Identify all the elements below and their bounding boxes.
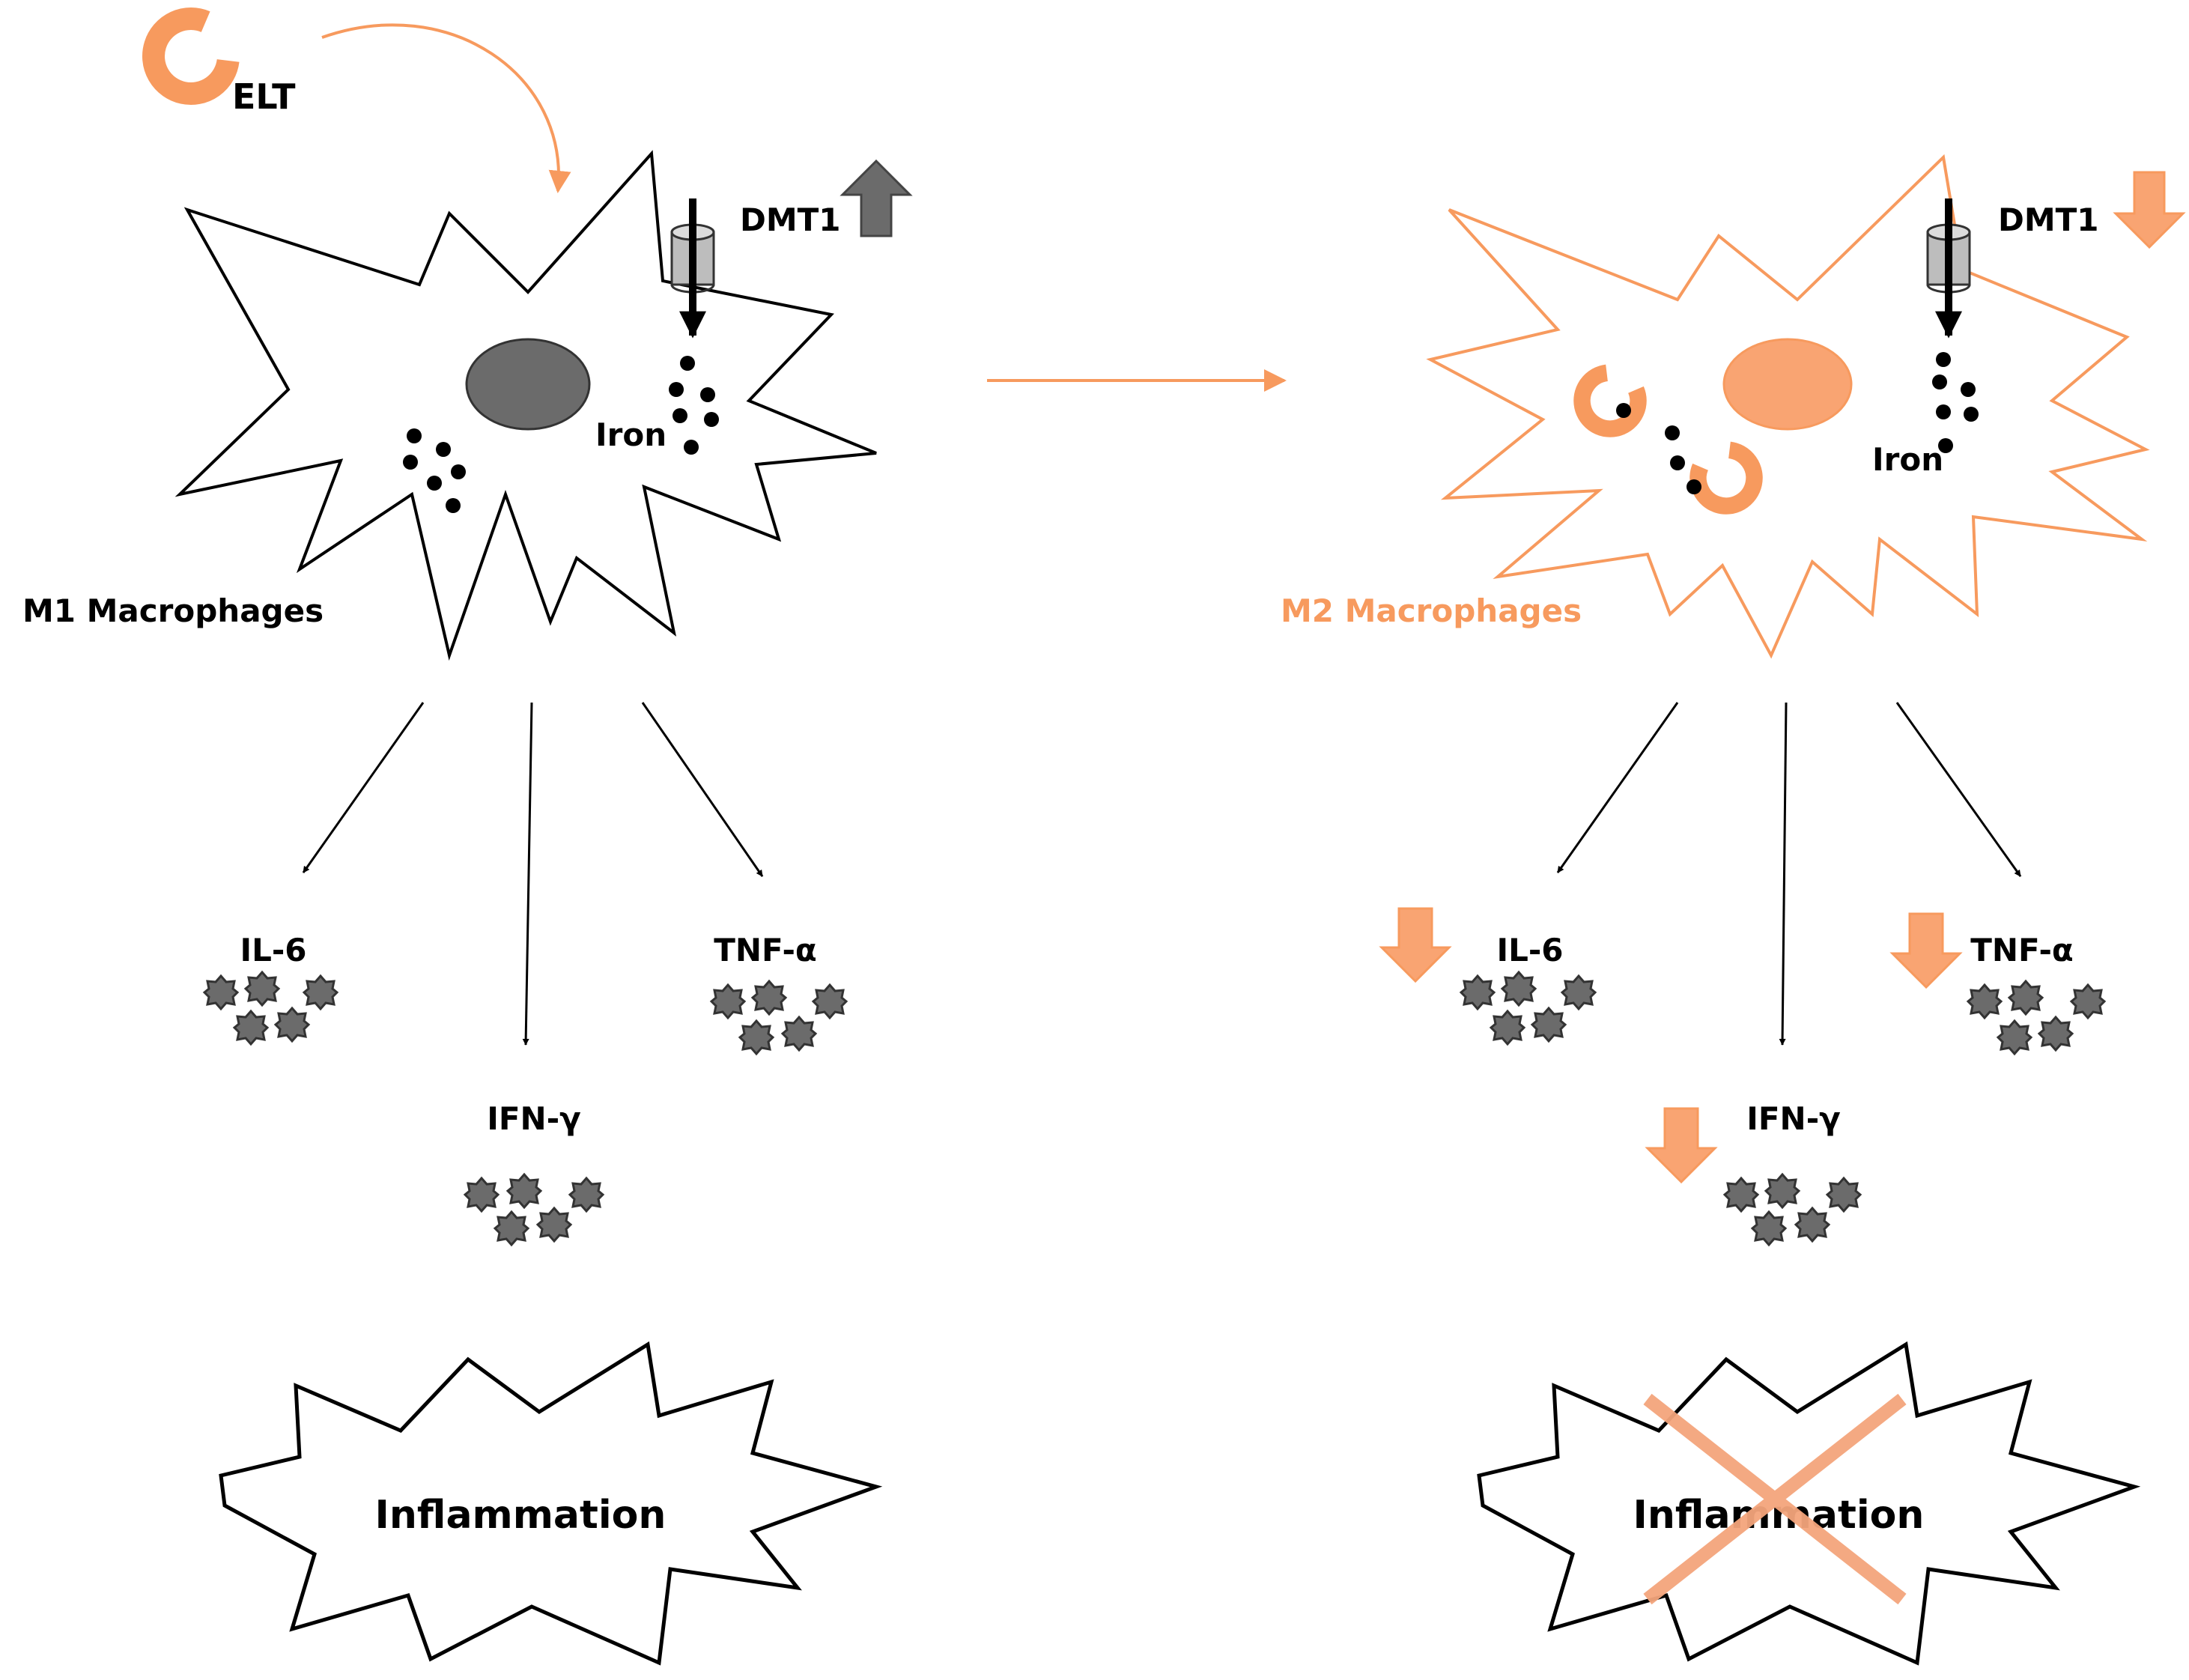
elt-uptake-arrow bbox=[321, 23, 571, 193]
m2-iron-label: Iron bbox=[1872, 441, 1943, 478]
m1-inflammation-burst bbox=[219, 1341, 883, 1666]
elt-drug-icon bbox=[140, 9, 236, 108]
m1-il6-label: IL-6 bbox=[240, 932, 306, 968]
m2-dmt1-down-arrow-icon bbox=[2113, 171, 2186, 249]
m2-ifn-cytokines bbox=[1723, 1173, 1862, 1246]
m1-tnf-arrow bbox=[641, 702, 764, 877]
m1-tnf-label: TNF-α bbox=[714, 932, 816, 968]
m2-tnf-cytokines bbox=[1967, 980, 2106, 1055]
m1-il6-cytokines bbox=[203, 971, 338, 1046]
right-panel: DMT1 Iron M2 Macrophages IL-6 bbox=[1281, 154, 2186, 1666]
m2-il6-decrease-arrow-icon bbox=[1379, 907, 1452, 983]
inflammation-cross-icon bbox=[1643, 1393, 1907, 1605]
elt-label: ELT bbox=[232, 76, 296, 117]
m2-tnf-arrow bbox=[1895, 702, 2022, 877]
m2-macrophages-label: M2 Macrophages bbox=[1281, 592, 1582, 629]
m2-iron-dots-left bbox=[1665, 425, 1701, 494]
m1-tnf-cytokines bbox=[710, 980, 848, 1055]
m1-ifn-label: IFN-γ bbox=[487, 1100, 581, 1137]
m2-ifn-arrow bbox=[1779, 702, 1788, 1046]
m2-tnf-label: TNF-α bbox=[1970, 932, 2073, 968]
m2-ifn-decrease-arrow-icon bbox=[1645, 1107, 1718, 1184]
m1-inflammation-label: Inflammation bbox=[375, 1493, 667, 1538]
m2-ifn-label: IFN-γ bbox=[1746, 1100, 1841, 1137]
m2-chelated-iron-dot bbox=[1616, 403, 1631, 418]
m1-dmt1-up-arrow-icon bbox=[840, 159, 913, 237]
m2-il6-label: IL-6 bbox=[1496, 932, 1563, 968]
m1-il6-arrow bbox=[302, 702, 425, 873]
m2-il6-arrow bbox=[1556, 702, 1679, 873]
m1-nucleus bbox=[465, 338, 591, 431]
m2-iron-dots-right bbox=[1932, 352, 1979, 453]
m2-il6-cytokines bbox=[1460, 971, 1597, 1046]
m1-iron-dots-right bbox=[669, 356, 719, 455]
m2-nucleus bbox=[1722, 338, 1853, 431]
m2-inflammation-burst bbox=[1477, 1341, 2141, 1666]
m2-tnf-decrease-arrow-icon bbox=[1889, 912, 1963, 989]
m1-macrophages-label: M1 Macrophages bbox=[22, 592, 324, 629]
m1-dmt1-label: DMT1 bbox=[740, 201, 841, 238]
m2-dmt1-label: DMT1 bbox=[1998, 201, 2099, 238]
m1-ifn-arrow bbox=[522, 702, 533, 1046]
m1-iron-dots-left bbox=[403, 428, 466, 513]
left-panel: ELT DMT1 Iron M bbox=[22, 9, 913, 1666]
m1-iron-label: Iron bbox=[595, 416, 667, 453]
m1-ifn-cytokines bbox=[464, 1173, 604, 1246]
